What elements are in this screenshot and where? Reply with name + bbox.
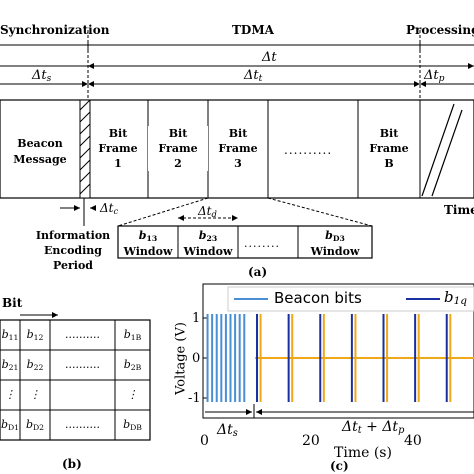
delta-ts-label: Δts (32, 68, 52, 84)
matrix-cell: .......... (65, 328, 100, 341)
delta-t-label: Δt (262, 50, 277, 65)
x-tick-20: 20 (302, 433, 320, 449)
legend-b1q: b1q (444, 288, 468, 307)
panel-c-caption: (c) (330, 459, 349, 473)
phase-sync-label: Synchronization (0, 23, 110, 37)
y-tick-neg1: -1 (188, 391, 201, 406)
matrix-cell: bDB (123, 418, 142, 432)
delta-td-label: Δtd (198, 204, 217, 219)
annotation-delta-ts: Δts (217, 422, 238, 439)
time-axis-label: Time (444, 203, 474, 217)
panel-b-caption: (b) (62, 457, 82, 471)
y-axis-label: Voltage (V) (173, 322, 189, 395)
window-ellipsis: ........ (244, 237, 280, 250)
matrix-cell: b2B (123, 358, 142, 372)
legend-beacon-bits: Beacon bits (274, 289, 362, 307)
phase-tdma-label: TDMA (232, 23, 274, 37)
bit-axis-label: Bit (2, 296, 23, 310)
matrix-cell: b11 (1, 328, 19, 342)
matrix-cell: b21 (1, 358, 19, 372)
matrix-cell: ⋮ (4, 388, 16, 401)
delta-tc-label: Δtc (100, 201, 119, 216)
matrix-cell: .......... (65, 418, 100, 431)
matrix-cell: b22 (26, 358, 44, 372)
matrix-cell: ⋮ (127, 388, 138, 401)
x-axis-label: Time (s) (334, 445, 392, 461)
phase-processing-label: Processing (406, 23, 474, 37)
panel-a-caption: (a) (248, 265, 268, 279)
delta-tp-label: Δtp (424, 68, 445, 84)
matrix-cell: .......... (65, 358, 100, 371)
matrix-cell: bD2 (25, 418, 45, 432)
annotation-delta-tt-tp: Δtt + Δtp (342, 419, 405, 436)
matrix-cell: b12 (26, 328, 44, 342)
matrix-cell: bD1 (0, 418, 20, 432)
y-tick-1: 1 (192, 311, 201, 326)
matrix-cell: ⋮ (29, 388, 41, 401)
delta-tt-label: Δtt (244, 68, 263, 84)
x-tick-0: 0 (200, 433, 209, 449)
matrix-cell: b1B (123, 328, 142, 342)
y-tick-0: 0 (192, 351, 201, 366)
x-tick-40: 40 (404, 433, 422, 449)
frames-ellipsis: .......... (284, 143, 333, 157)
